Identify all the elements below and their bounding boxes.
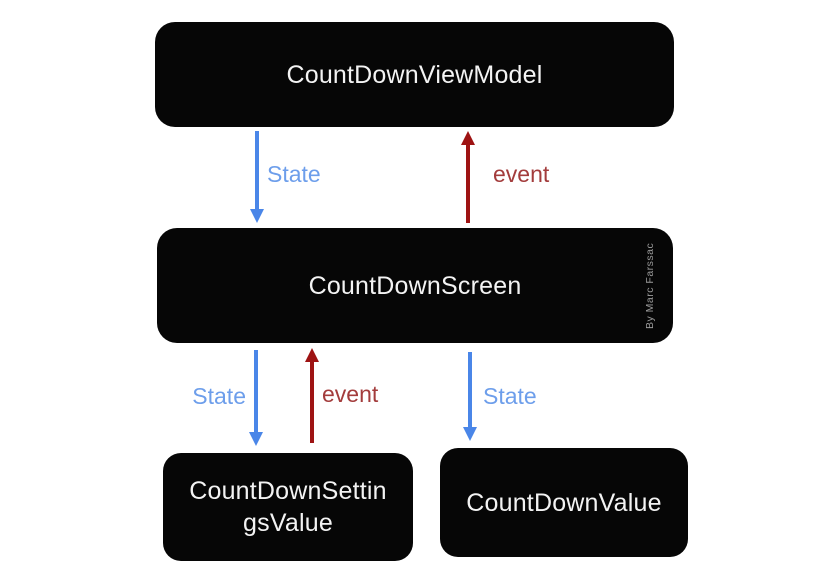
node-countdown-viewmodel-label: CountDownViewModel: [286, 60, 543, 89]
arrowhead-up-icon: [305, 348, 319, 362]
node-countdown-settings-value: CountDownSettin gsValue: [163, 453, 413, 561]
node-countdown-viewmodel: CountDownViewModel: [155, 22, 674, 127]
arrow-line: [468, 352, 472, 429]
arrow-label-event: event: [493, 161, 550, 187]
arrowhead-down-icon: [463, 427, 477, 441]
arrow-line: [466, 143, 470, 223]
arrowhead-up-icon: [461, 131, 475, 145]
arrow-label-state: State: [192, 383, 246, 409]
arrow-state-screen-to-settingsvalue: State: [192, 350, 263, 446]
arrow-event-screen-to-viewmodel: event: [461, 131, 549, 223]
node-countdown-value: CountDownValue: [440, 448, 688, 557]
arrow-label-state: State: [483, 383, 537, 409]
arrowhead-down-icon: [249, 432, 263, 446]
arrow-line: [255, 131, 259, 211]
arrow-state-screen-to-value: State: [463, 352, 537, 441]
arrow-label-state: State: [267, 161, 321, 187]
arrowhead-down-icon: [250, 209, 264, 223]
arrow-label-event: event: [322, 381, 379, 407]
node-countdown-screen: CountDownScreen By Marc Farssac: [157, 228, 673, 343]
node-countdown-value-label: CountDownValue: [466, 488, 662, 517]
arrow-state-viewmodel-to-screen: State: [250, 131, 321, 223]
node-countdown-settings-value-label-line1: CountDownSettin: [189, 477, 387, 505]
node-countdown-settings-value-label-line2: gsValue: [243, 509, 333, 537]
arrow-line: [254, 350, 258, 434]
author-watermark: By Marc Farssac: [644, 242, 656, 329]
arrow-line: [310, 360, 314, 443]
arrow-event-settingsvalue-to-screen: event: [305, 348, 378, 443]
node-countdown-screen-label: CountDownScreen: [308, 271, 522, 300]
